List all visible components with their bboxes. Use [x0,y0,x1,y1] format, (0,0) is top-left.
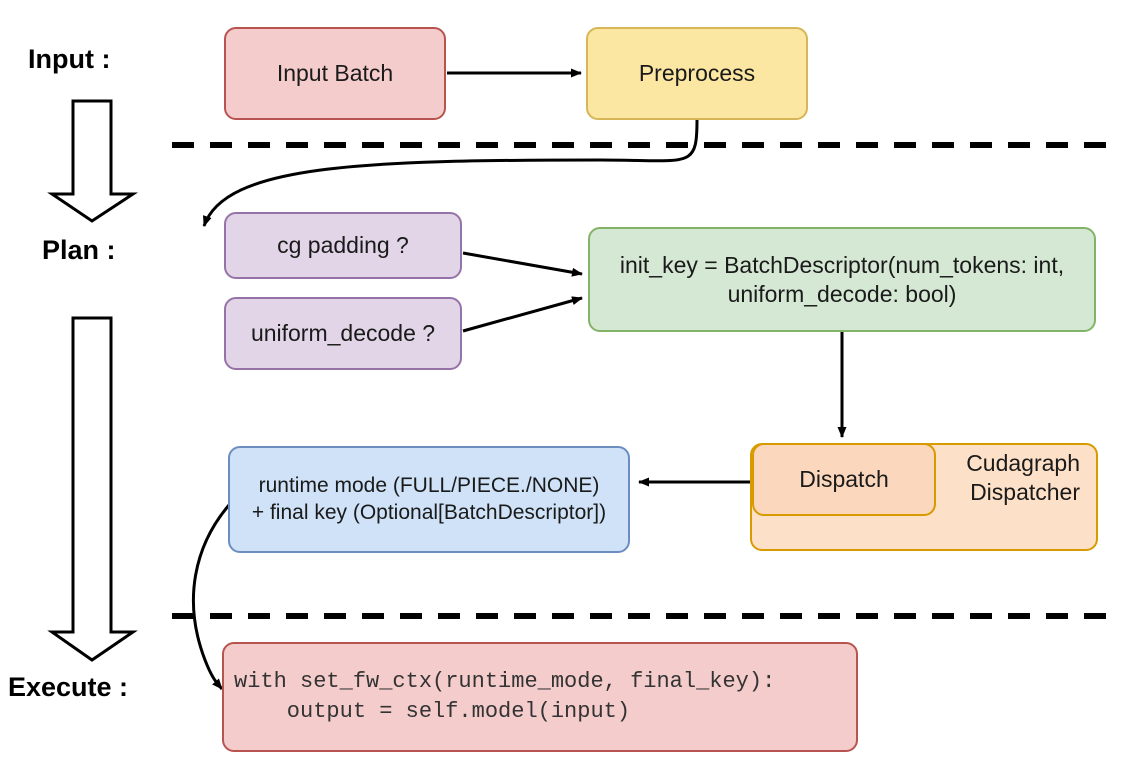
stage-block-arrow-2 [47,316,138,662]
node-execute-code[interactable]: with set_fw_ctx(runtime_mode, final_key)… [222,642,858,752]
arrow-runtimemode-to-executecode [191,504,231,690]
node-init-key[interactable]: init_key = BatchDescriptor(num_tokens: i… [588,227,1096,332]
node-dispatch[interactable]: Dispatch [752,443,936,516]
node-runtime-mode-line1: runtime mode (FULL/PIECE./NONE) [258,474,600,498]
stage-block-arrow-1 [47,99,139,223]
node-execute-code-line1: with set_fw_ctx(runtime_mode, final_key)… [234,669,776,695]
stage-label-plan: Plan : [42,235,116,265]
node-input-batch[interactable]: Input Batch [224,27,446,120]
node-uniform-decode[interactable]: uniform_decode ? [224,297,462,370]
node-cudagraph-dispatcher-line1: Cudagraph [966,450,1080,477]
node-init-key-line1: init_key = BatchDescriptor(num_tokens: i… [619,251,1065,278]
node-init-key-line2: uniform_decode: bool) [727,280,957,307]
arrow-preprocess-to-cgpadding [202,119,699,227]
arrow-cgpadding-to-initkey [462,251,583,277]
node-cg-padding[interactable]: cg padding ? [224,212,462,279]
node-runtime-mode[interactable]: runtime mode (FULL/PIECE./NONE) + final … [228,446,630,553]
stage-label-execute: Execute : [8,672,129,702]
node-cudagraph-dispatcher-line2: Dispatcher [970,479,1080,505]
node-runtime-mode-line2: + final key (Optional[BatchDescriptor]) [251,500,607,524]
node-execute-code-line2: output = self.model(input) [234,699,631,724]
arrow-uniformdecode-to-initkey [462,296,583,333]
node-preprocess[interactable]: Preprocess [586,27,808,120]
stage-label-input: Input : [28,44,111,74]
